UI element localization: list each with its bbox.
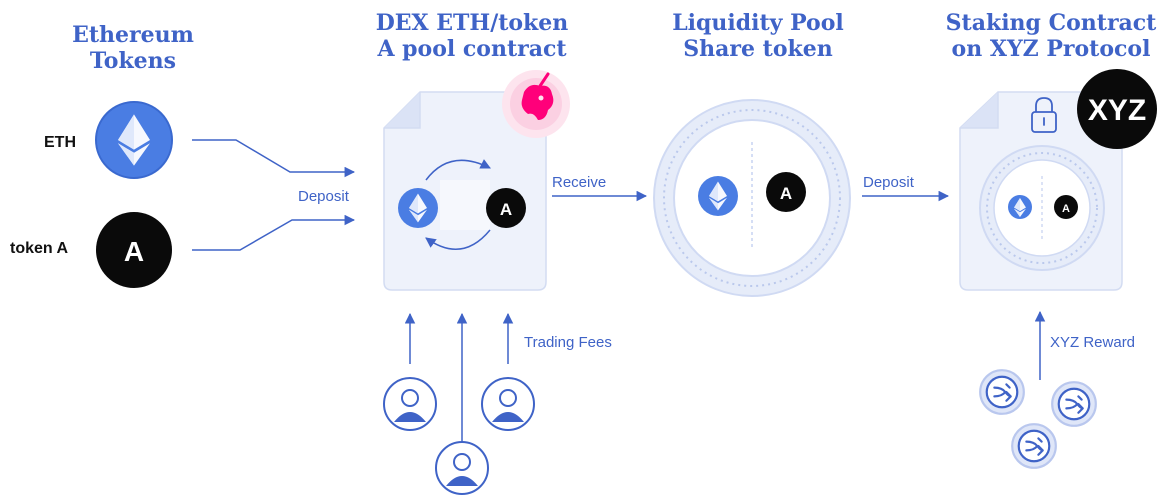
header-line: Ethereum <box>72 22 194 48</box>
header-staking-contract: Staking Contract on XYZ Protocol <box>936 10 1166 62</box>
deposit-arrows <box>192 139 356 251</box>
eth-label: ETH <box>44 134 76 151</box>
user-icon <box>481 377 535 431</box>
header-line: Share token <box>683 36 833 62</box>
header-liquidity-pool: Liquidity Pool Share token <box>648 10 868 62</box>
swap-coin-icon <box>979 369 1025 415</box>
header-line: Tokens <box>89 48 177 74</box>
header-ethereum-tokens: Ethereum Tokens <box>58 22 208 74</box>
xyz-logo: XYZ <box>1077 69 1157 149</box>
lp-share-token: A <box>653 99 851 297</box>
deposit-label-1: Deposit <box>298 188 349 205</box>
trading-fees-label: Trading Fees <box>524 334 612 351</box>
header-line: on XYZ Protocol <box>951 36 1151 62</box>
lock-icon <box>1031 97 1057 133</box>
user-icon <box>435 441 489 495</box>
token-a-letter: A <box>1062 203 1070 215</box>
header-line: A pool contract <box>377 36 567 62</box>
token-a-letter: A <box>124 236 144 267</box>
eth-coin <box>95 101 173 179</box>
receive-label: Receive <box>552 174 607 191</box>
xyz-badge-text: XYZ <box>1088 94 1146 127</box>
token-a-coin: A <box>96 212 172 288</box>
unicorn-logo <box>502 70 570 138</box>
deposit-label-2: Deposit <box>863 174 914 191</box>
staking-contract: A <box>959 91 1123 291</box>
swap-arrow-bottom <box>425 229 491 251</box>
swap-coin-icon <box>1011 423 1057 469</box>
header-line: Staking Contract <box>945 10 1157 36</box>
header-line: Liquidity Pool <box>672 10 844 36</box>
dex-pool-contract: A <box>383 91 547 291</box>
token-a-label: token A <box>10 240 69 257</box>
header-dex-pool: DEX ETH/token A pool contract <box>352 10 592 62</box>
swap-arrow-top <box>425 159 491 181</box>
xyz-reward-label: XYZ Reward <box>1050 334 1136 351</box>
header-line: DEX ETH/token <box>375 10 569 36</box>
token-a-letter: A <box>500 200 512 219</box>
trading-fee-arrows <box>404 312 514 442</box>
user-icon <box>383 377 437 431</box>
token-a-letter: A <box>780 184 792 203</box>
swap-coin-icon <box>1051 381 1097 427</box>
